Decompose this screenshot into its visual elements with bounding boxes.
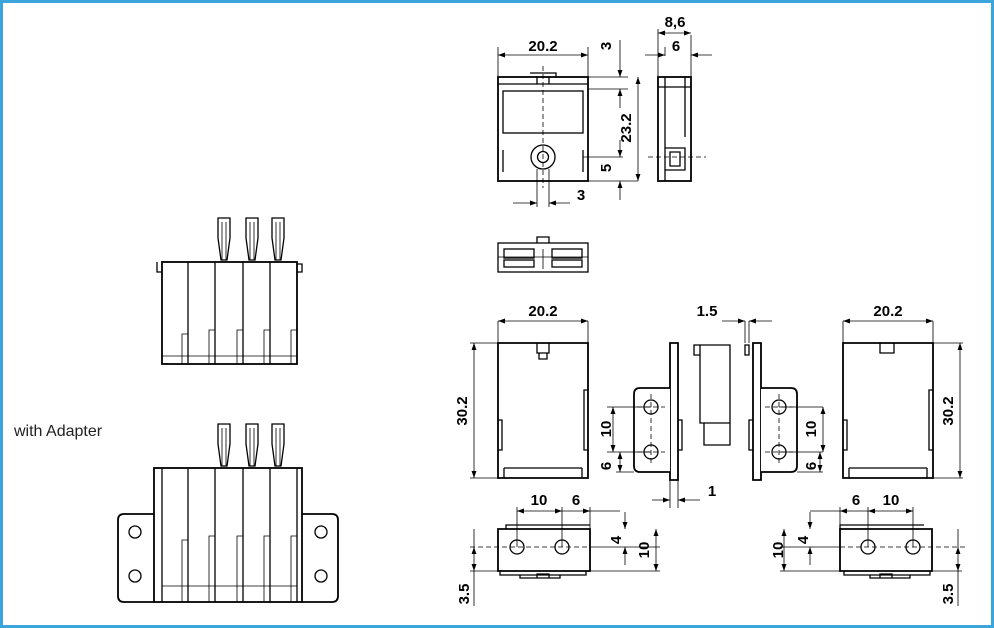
caption-with-adapter: with Adapter	[13, 423, 103, 440]
svg-text:23.2: 23.2	[618, 113, 635, 142]
svg-text:6: 6	[598, 462, 615, 470]
svg-text:4: 4	[608, 535, 625, 544]
adapter-pins	[217, 423, 285, 467]
connector-front-view	[156, 217, 303, 365]
svg-text:3: 3	[598, 42, 615, 50]
svg-text:3: 3	[577, 187, 585, 204]
dim-gap: 1	[652, 483, 716, 503]
dim-top-width: 20.2	[498, 38, 588, 58]
dim-bottom-right-edge: 6	[810, 492, 868, 514]
svg-text:30.2: 30.2	[940, 396, 957, 425]
dim-bottom-right-outer: 10	[770, 529, 787, 571]
svg-text:10: 10	[531, 492, 548, 509]
top-plan-view	[497, 236, 589, 273]
dim-hole-edge-left: 6	[598, 452, 623, 472]
dim-top-tab: 3	[598, 40, 623, 108]
svg-text:4: 4	[795, 535, 812, 544]
svg-text:10: 10	[770, 542, 787, 559]
dim-hole-pitch-right: 10	[803, 407, 826, 452]
housing-left-view	[470, 321, 589, 479]
dim-height-right: 30.2	[940, 343, 963, 478]
svg-text:6: 6	[852, 492, 860, 509]
dim-bottom-right-inner: 4	[795, 512, 813, 565]
bottom-left-view	[470, 507, 660, 579]
dim-side-depth: 8,6	[658, 14, 691, 36]
dim-hole-pitch-left: 10	[598, 407, 616, 452]
dim-thickness: 1.5	[697, 303, 772, 343]
svg-text:3.5: 3.5	[940, 584, 957, 605]
section-view	[693, 344, 750, 446]
svg-text:1.5: 1.5	[697, 303, 718, 320]
svg-text:10: 10	[598, 421, 615, 438]
dim-height: 23.2	[618, 77, 641, 181]
dim-bottom-left-pitch: 10	[517, 492, 562, 514]
dim-hole-edge-right: 6	[803, 452, 823, 472]
adapter-left-side-view	[607, 342, 683, 508]
svg-text:10: 10	[803, 421, 820, 438]
top-side-view	[648, 29, 706, 182]
svg-text:10: 10	[636, 542, 653, 559]
svg-text:20.2: 20.2	[528, 38, 557, 55]
svg-text:10: 10	[883, 492, 900, 509]
bottom-right-view	[780, 507, 965, 579]
dim-bottom-left-outer: 10	[636, 529, 659, 571]
svg-text:20.2: 20.2	[528, 303, 557, 320]
dim-bottom-right-pitch: 10	[868, 492, 913, 514]
dim-bottom-right-base: 3.5	[940, 529, 961, 606]
adapter-flange-right	[302, 513, 339, 603]
dim-height-left: 30.2	[454, 343, 477, 478]
svg-text:6: 6	[803, 462, 820, 470]
connector-body	[161, 261, 298, 365]
dim-width-right: 20.2	[843, 303, 933, 324]
dim-bottom-left-base: 3.5	[456, 529, 477, 606]
dim-hole-width: 3	[513, 169, 585, 207]
housing-right-view	[842, 321, 963, 479]
svg-text:20.2: 20.2	[873, 303, 902, 320]
adapter-right-side-view	[748, 342, 823, 481]
dim-bottom-left-edge: 6	[562, 492, 620, 514]
dim-side-inner: 6	[645, 38, 712, 58]
svg-text:5: 5	[598, 164, 615, 172]
svg-text:30.2: 30.2	[454, 396, 471, 425]
dim-width-left: 20.2	[498, 303, 588, 324]
connector-pins	[217, 217, 285, 261]
svg-text:6: 6	[672, 38, 680, 55]
svg-text:1: 1	[708, 483, 716, 500]
adapter-flange-left	[117, 513, 154, 603]
svg-text:8,6: 8,6	[665, 14, 686, 31]
dim-hole-offset: 5	[583, 140, 623, 200]
top-front-view	[497, 47, 638, 188]
dim-bottom-left-inner: 4	[608, 512, 628, 565]
svg-text:6: 6	[572, 492, 580, 509]
svg-text:3.5: 3.5	[456, 584, 473, 605]
connector-with-adapter-view	[117, 423, 339, 603]
adapter-body	[153, 467, 303, 603]
